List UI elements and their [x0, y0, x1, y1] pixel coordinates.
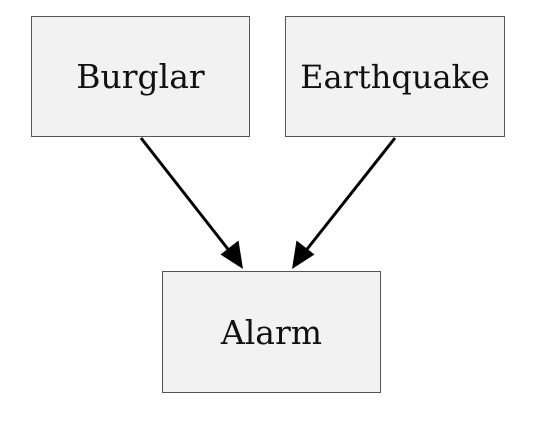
edge-earthquake-to-alarm: [292, 137, 397, 269]
node-earthquake: Earthquake: [285, 16, 505, 137]
node-burglar-label: Burglar: [76, 57, 205, 96]
node-burglar: Burglar: [31, 16, 250, 137]
node-earthquake-label: Earthquake: [300, 57, 490, 96]
edge-burglar-to-alarm: [139, 137, 243, 269]
node-alarm: Alarm: [162, 271, 381, 393]
node-alarm-label: Alarm: [220, 312, 323, 352]
